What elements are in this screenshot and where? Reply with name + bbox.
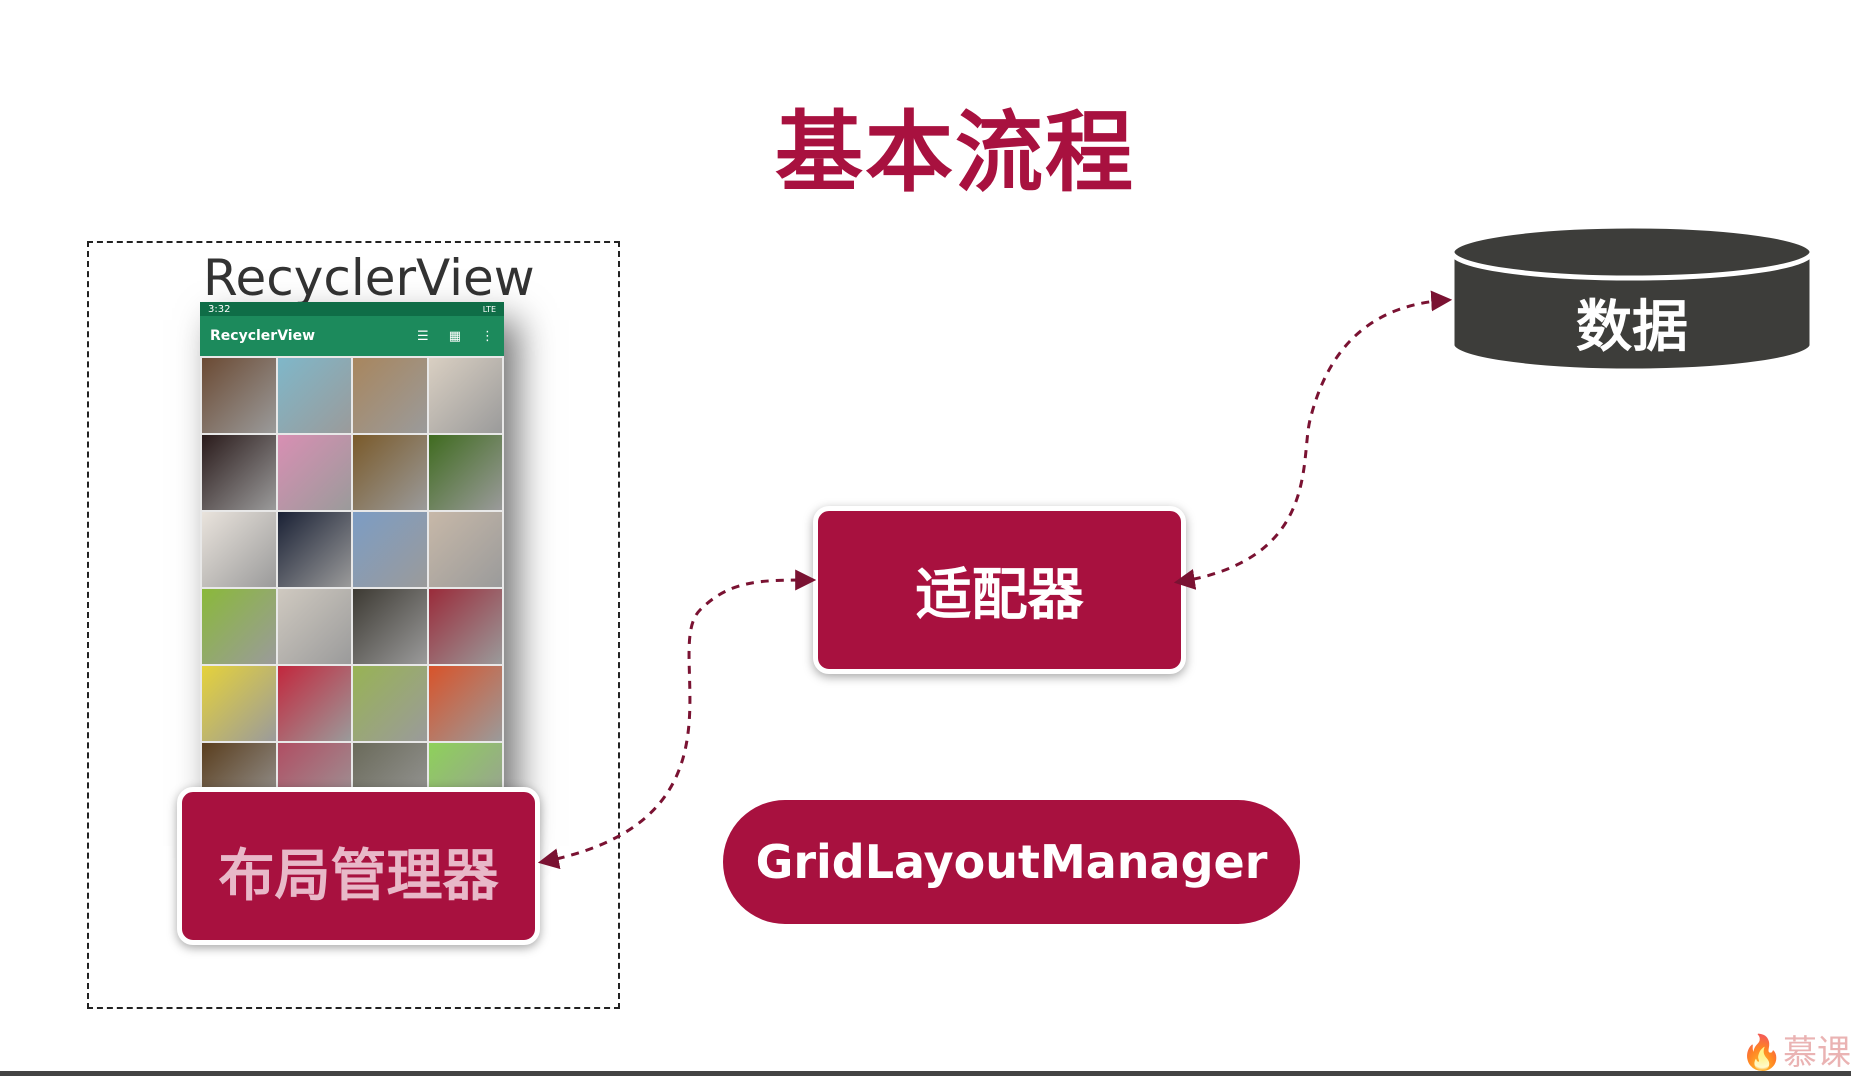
photo-tile[interactable] xyxy=(353,666,427,741)
photo-tile[interactable] xyxy=(353,589,427,664)
grid-view-icon: ▦ xyxy=(448,328,461,344)
status-time: 3:32 xyxy=(208,303,231,315)
layout-manager-box: 布局管理器 xyxy=(177,787,540,945)
photo-grid xyxy=(200,356,504,820)
photo-tile[interactable] xyxy=(277,589,351,664)
photo-tile[interactable] xyxy=(428,435,502,510)
photo-tile[interactable] xyxy=(277,358,351,433)
connector-adapter-data xyxy=(1173,290,1453,590)
flame-icon: 🔥 xyxy=(1740,1033,1783,1073)
list-view-icon: ☰ xyxy=(417,328,429,344)
photo-tile[interactable] xyxy=(428,512,502,587)
photo-tile[interactable] xyxy=(202,435,276,510)
status-indicators: LTE xyxy=(482,304,496,314)
status-bar: 3:32 LTE xyxy=(200,302,504,316)
photo-tile[interactable] xyxy=(202,512,276,587)
photo-tile[interactable] xyxy=(428,666,502,741)
app-bar: RecyclerView ☰ ▦ ⋮ xyxy=(200,316,504,356)
data-label: 数据 xyxy=(1576,295,1688,360)
page-title: 基本流程 xyxy=(774,101,1135,204)
app-bar-title: RecyclerView xyxy=(210,328,316,344)
photo-tile[interactable] xyxy=(277,512,351,587)
adapter-box: 适配器 xyxy=(813,506,1186,674)
photo-tile[interactable] xyxy=(202,666,276,741)
photo-tile[interactable] xyxy=(353,512,427,587)
photo-tile[interactable] xyxy=(202,589,276,664)
watermark-logo: 🔥慕课 xyxy=(1741,1025,1851,1074)
photo-tile[interactable] xyxy=(428,589,502,664)
photo-tile[interactable] xyxy=(428,358,502,433)
overflow-menu-icon: ⋮ xyxy=(481,328,494,344)
photo-tile[interactable] xyxy=(277,435,351,510)
photo-tile[interactable] xyxy=(353,358,427,433)
phone-screenshot: 3:32 LTE RecyclerView ☰ ▦ ⋮ ◀ ● ■ xyxy=(200,302,504,828)
grid-layout-manager-pill: GridLayoutManager xyxy=(723,800,1300,924)
photo-tile[interactable] xyxy=(353,435,427,510)
bottom-divider xyxy=(0,1071,1851,1076)
photo-tile[interactable] xyxy=(277,666,351,741)
recyclerview-label: RecyclerView xyxy=(203,249,535,307)
photo-tile[interactable] xyxy=(202,358,276,433)
watermark-text: 慕课 xyxy=(1783,1033,1851,1073)
